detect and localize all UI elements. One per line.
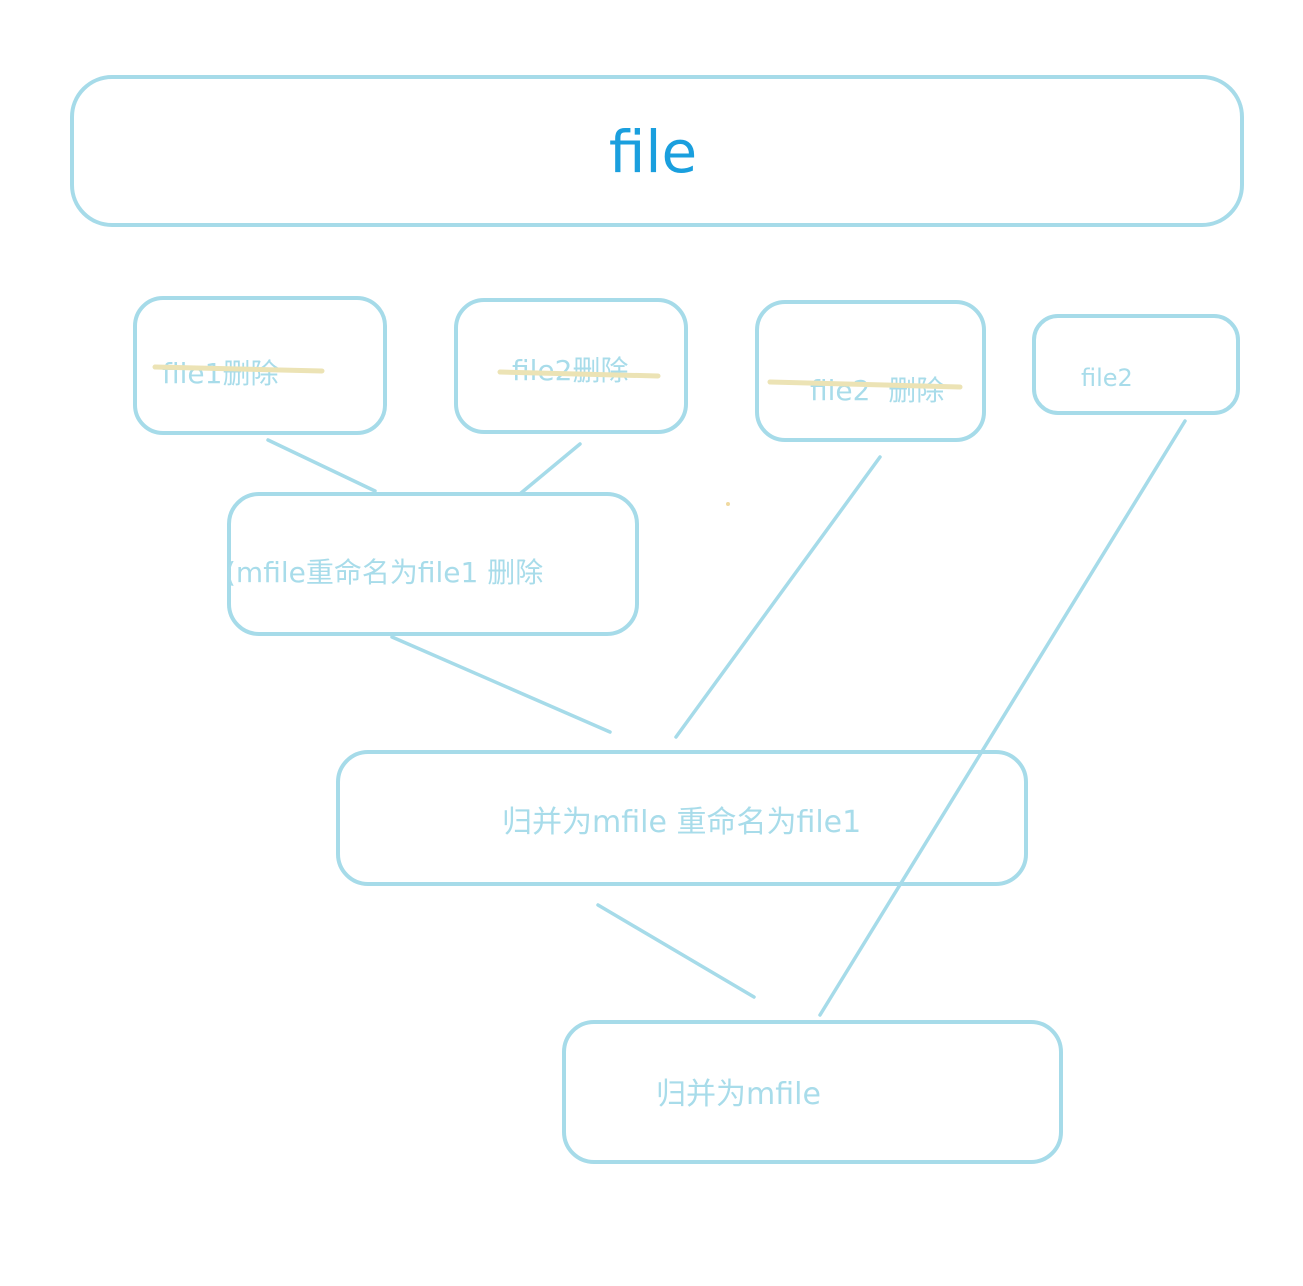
connectors — [266, 438, 882, 999]
connector-rename-to-merge-rename — [390, 635, 612, 734]
rename-delete-label: (mfile重命名为file1 删除 — [225, 556, 543, 589]
connector-file2-to-merge — [818, 419, 1187, 1017]
file1-deleted-box: file1删除 — [133, 296, 387, 435]
file2-deleted-box-b: file2 删除 — [755, 300, 986, 442]
file1-deleted-label: file1删除 — [162, 357, 278, 390]
rename-delete-box: (mfile重命名为file1 删除 — [225, 492, 639, 636]
merge-rename-box: 归并为mfile 重命名为file1 — [336, 750, 1028, 886]
merge-rename-label: 归并为mfile 重命名为file1 — [502, 805, 861, 840]
file1-deleted-strikethrough — [152, 364, 325, 374]
merge-box: 归并为mfile — [562, 1020, 1063, 1164]
connector-file1-to-rename — [266, 438, 377, 493]
file2-deleted-strikethrough-a — [497, 369, 661, 379]
file2-deleted-label-b: file2 删除 — [810, 374, 944, 407]
file2-deleted-strikethrough-b — [767, 379, 963, 390]
stray-dot — [726, 502, 730, 506]
merge-label: 归并为mfile — [656, 1077, 821, 1112]
connector-file2b-to-merge-rename — [674, 455, 882, 739]
file2-box: file2 — [1032, 314, 1240, 415]
connector-file2a-to-rename — [519, 442, 582, 495]
root-file-label: file — [609, 118, 697, 186]
connector-merge-rename-to-merge — [596, 903, 756, 999]
root-file-box: file — [70, 75, 1244, 227]
file2-deleted-box-a: file2删除 — [454, 298, 688, 434]
file2-label: file2 — [1081, 364, 1133, 392]
